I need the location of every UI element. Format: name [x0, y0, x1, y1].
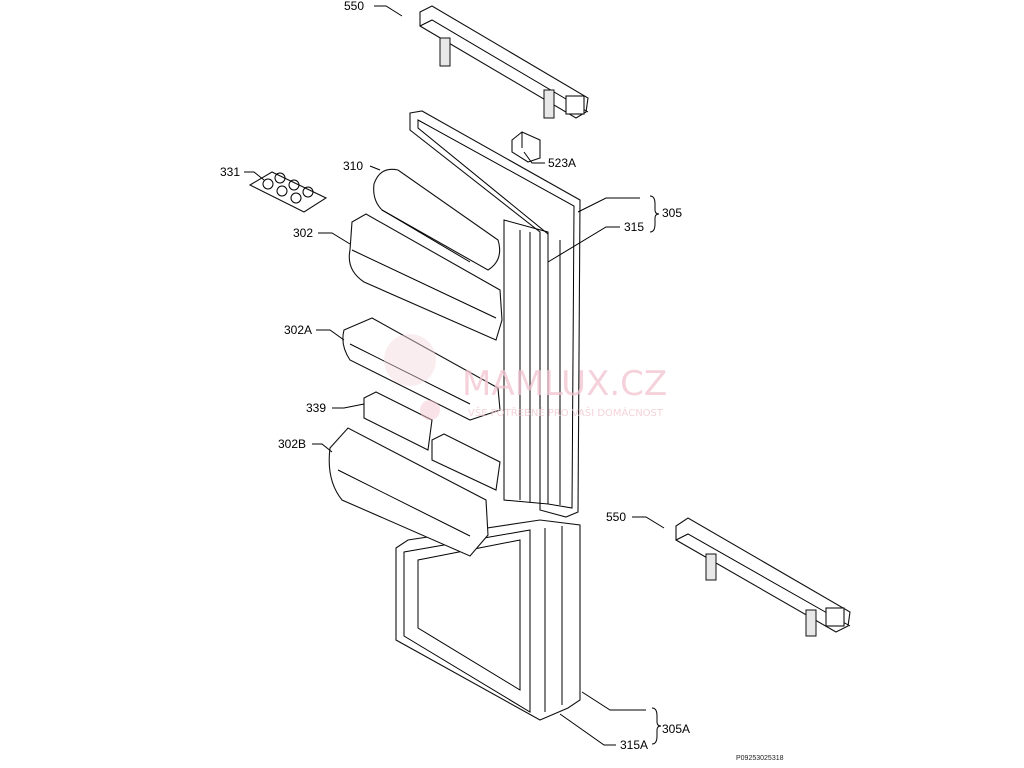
- lid: [373, 168, 501, 271]
- diagram-code: P09253025318: [736, 755, 784, 762]
- callout-302: 302: [293, 226, 313, 240]
- shelf-b: [328, 427, 489, 557]
- door-top: [409, 110, 581, 518]
- callout-315a: 315A: [620, 738, 648, 752]
- callout-310: 310: [343, 159, 363, 173]
- shelf: [348, 213, 503, 341]
- callout-550-bottom: 550: [606, 510, 626, 524]
- watermark-brand: MAMLUX.CZ: [462, 364, 667, 404]
- callout-339: 339: [306, 401, 326, 415]
- callout-315: 315: [624, 220, 644, 234]
- callout-302a: 302A: [284, 323, 312, 337]
- callout-305: 305: [662, 206, 682, 220]
- callout-331: 331: [220, 165, 240, 179]
- watermark-tagline: VŠE POTŘEBNÉ PRO VAŠI DOMÁCNOST: [468, 406, 664, 419]
- callout-302b: 302B: [278, 437, 306, 451]
- cap-part: [511, 131, 541, 163]
- callout-550-top: 550: [344, 0, 364, 13]
- bottle-holder: [363, 391, 501, 491]
- shelf-a: [342, 317, 501, 421]
- watermark: MAMLUX.CZ VŠE POTŘEBNÉ PRO VAŠI DOMÁCNOS…: [384, 334, 667, 420]
- leader-lines: [244, 5, 665, 746]
- hinge-bottom: [675, 517, 851, 637]
- callout-305a: 305A: [662, 722, 690, 736]
- hinge-top: [419, 5, 589, 119]
- egg-tray: [248, 171, 328, 213]
- callout-523a: 523A: [548, 156, 576, 170]
- door-bottom: [395, 519, 581, 721]
